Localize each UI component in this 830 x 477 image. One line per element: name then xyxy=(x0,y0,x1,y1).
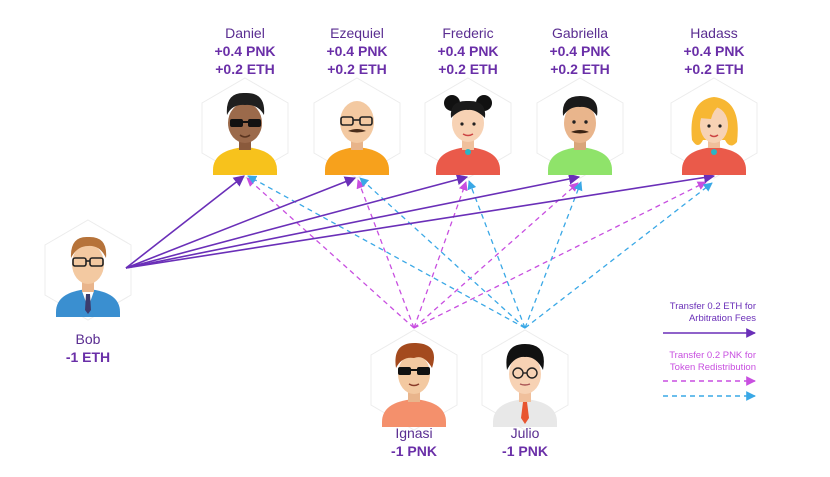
avatar-gabriella xyxy=(548,96,612,175)
payer-label-bob: Bob -1 ETH xyxy=(28,330,148,366)
juror-label-ezequiel: Ezequiel +0.4 PNK +0.2 ETH xyxy=(297,24,417,78)
juror-label-gabriella: Gabriella +0.4 PNK +0.2 ETH xyxy=(520,24,640,78)
juror-name: Gabriella xyxy=(551,25,609,41)
avatar-frederic xyxy=(436,95,500,175)
loser-name: Julio xyxy=(510,425,540,441)
juror-label-daniel: Daniel +0.4 PNK +0.2 ETH xyxy=(185,24,305,78)
legend-pnk-text: Transfer 0.2 PNK for Token Redistributio… xyxy=(620,350,756,374)
juror-eth: +0.2 ETH xyxy=(550,61,610,77)
juror-label-frederic: Frederic +0.4 PNK +0.2 ETH xyxy=(408,24,528,78)
loser-label-ignasi: Ignasi -1 PNK xyxy=(354,424,474,460)
pnk-arrow-ignasi-gabriella xyxy=(413,182,579,329)
pnk-arrow-julio-ezequiel xyxy=(359,177,526,329)
pnk-arrow-ignasi-hadass xyxy=(413,181,707,329)
juror-pnk: +0.4 PNK xyxy=(683,43,745,59)
legend-pnk-line2: Token Redistribution xyxy=(669,362,756,373)
juror-label-hadass: Hadass +0.4 PNK +0.2 ETH xyxy=(654,24,774,78)
juror-name: Hadass xyxy=(690,25,738,41)
eth-arrow-bob-ezequiel xyxy=(125,176,357,269)
eth-transfer-arrows xyxy=(125,172,716,269)
legend-pnk-line1: Transfer 0.2 PNK for xyxy=(669,350,756,361)
loser-amount: -1 PNK xyxy=(502,443,548,459)
loser-amount: -1 PNK xyxy=(391,443,437,459)
eth-arrow-bob-daniel xyxy=(125,175,245,269)
pnk-arrow-julio-hadass xyxy=(524,182,713,329)
avatar-daniel xyxy=(213,92,277,175)
eth-arrow-bob-frederic xyxy=(125,174,469,269)
payer-amount: -1 ETH xyxy=(65,349,111,365)
payer-name: Bob xyxy=(75,331,101,347)
pnk-arrow-ignasi-frederic xyxy=(413,181,468,329)
juror-eth: +0.2 ETH xyxy=(684,61,744,77)
juror-pnk: +0.4 PNK xyxy=(437,43,499,59)
juror-eth: +0.2 ETH xyxy=(438,61,498,77)
juror-name: Daniel xyxy=(225,25,265,41)
pnk-arrow-julio-gabriella xyxy=(524,181,583,329)
juror-name: Frederic xyxy=(442,25,494,41)
juror-pnk: +0.4 PNK xyxy=(214,43,276,59)
legend-eth-line2: Arbitration Fees xyxy=(688,313,756,324)
avatar-ignasi xyxy=(382,342,446,427)
eth-arrow-bob-hadass xyxy=(125,172,716,269)
avatar-ezequiel xyxy=(325,101,389,175)
loser-name: Ignasi xyxy=(395,425,433,441)
juror-eth: +0.2 ETH xyxy=(327,61,387,77)
eth-arrow-bob-gabriella xyxy=(125,173,581,269)
pnk-arrow-ignasi-daniel xyxy=(246,177,415,329)
avatar-bob xyxy=(56,236,120,317)
avatar-hadass xyxy=(682,97,746,175)
avatar-julio xyxy=(493,344,557,427)
legend-eth-text: Transfer 0.2 ETH for Arbitration Fees xyxy=(620,301,756,325)
juror-name: Ezequiel xyxy=(330,25,384,41)
loser-label-julio: Julio -1 PNK xyxy=(465,424,585,460)
legend-eth-line1: Transfer 0.2 ETH for xyxy=(669,301,756,312)
juror-eth: +0.2 ETH xyxy=(215,61,275,77)
legend-lines xyxy=(663,328,756,401)
juror-pnk: +0.4 PNK xyxy=(326,43,388,59)
juror-pnk: +0.4 PNK xyxy=(549,43,611,59)
pnk-arrow-ignasi-ezequiel xyxy=(356,179,415,329)
